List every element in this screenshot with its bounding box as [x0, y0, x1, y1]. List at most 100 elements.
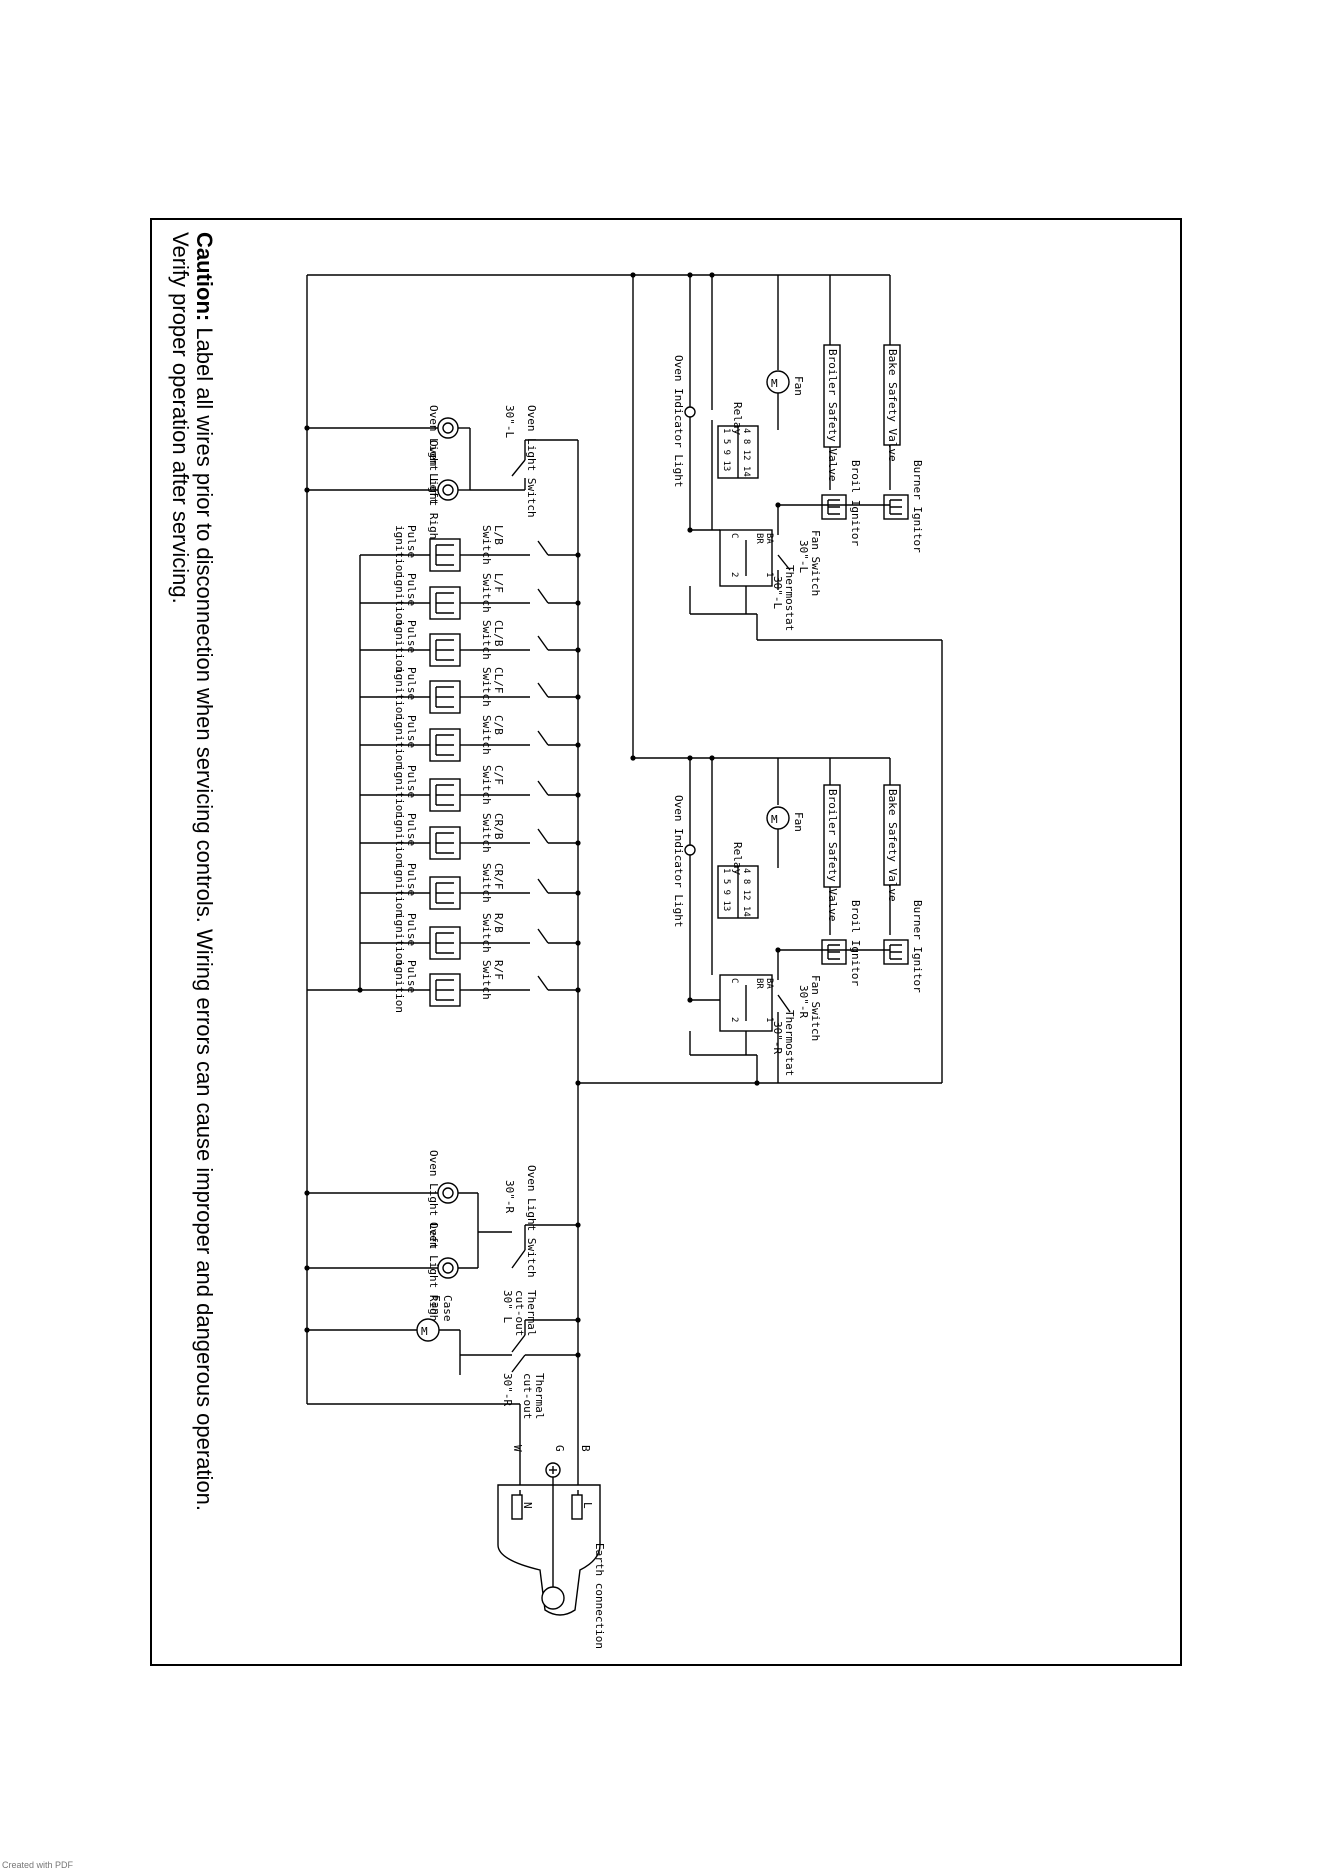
caution-line-2: Verify proper operation after servicing.: [168, 232, 193, 604]
burner-switch-name: CL/B: [492, 620, 505, 647]
fan-switch-rating-left: 30"-L: [797, 540, 810, 573]
thermostat-c-left: C: [729, 533, 739, 538]
oven-light-right-label-1: Oven Light Right: [427, 440, 440, 546]
junction-dot: [575, 1080, 581, 1086]
footer-text: Created with PDF: [2, 1860, 74, 1870]
power-plug: B G W L N Earth connection: [497, 1445, 606, 1649]
junction-dot: [575, 1222, 581, 1228]
junction-dots: [304, 272, 781, 1358]
ignition-label: ignition: [393, 960, 406, 1013]
junction-dot: [575, 890, 581, 896]
light-switch-label-right: Oven Light Switch: [525, 1165, 538, 1278]
thermostat-1-left: 1: [764, 572, 774, 577]
indicator-label-right: Oven Indicator Light: [672, 795, 685, 927]
junction-dot: [687, 755, 693, 761]
ignition-label: ignition: [393, 813, 406, 866]
ignition-label: ignition: [393, 573, 406, 626]
relay-pins-top-right: 4 8 12 14: [741, 868, 751, 917]
diagram-frame: [150, 218, 1182, 1666]
thermostat-c-right: C: [729, 978, 739, 983]
ignition-label: ignition: [393, 715, 406, 768]
oven-lights-left: Oven Light Switch 30"-L Oven Light Left …: [307, 405, 578, 546]
burner-switch-name: CL/F: [492, 667, 505, 694]
case-fan-line2: Fan: [429, 1295, 442, 1315]
junction-dot: [775, 502, 781, 508]
relay-label-left: Relay: [731, 402, 744, 435]
caution-caption: Caution: Label all wires prior to discon…: [168, 232, 217, 1511]
fan-switch-rating-right: 30"-R: [797, 985, 810, 1018]
junction-dot: [575, 840, 581, 846]
relay-pins-top-left: 4 8 12 14: [741, 428, 751, 477]
thermostat-rating-left: 30"-L: [771, 576, 784, 609]
junction-dot: [630, 272, 636, 278]
burner-switch-array: L/BSwitchPulseignitionL/FSwitchPulseigni…: [307, 525, 578, 1013]
ignition-label: ignition: [393, 525, 406, 578]
junction-dot: [357, 987, 363, 993]
pulse-label: Pulse: [405, 913, 418, 946]
junction-dot: [709, 755, 715, 761]
burner-switch-name: C/F: [492, 765, 505, 785]
burner-switch-word: Switch: [480, 813, 493, 853]
oven-light-left-label-2: Oven Light Left: [427, 1150, 440, 1249]
thermostat-ba-left: BA: [764, 533, 774, 544]
junction-dot: [304, 487, 310, 493]
caution-line-1: Label all wires prior to disconnection w…: [192, 321, 217, 1511]
light-switch-label-left: Oven Light Switch: [525, 405, 538, 518]
thermostat-ba-right: BA: [764, 978, 774, 989]
thermal-left-rating: 30" L: [501, 1290, 514, 1323]
burner-switch-word: Switch: [480, 960, 493, 1000]
burner-switch-name: R/B: [492, 913, 505, 933]
thermostat-br-right: BR: [754, 978, 764, 989]
thermal-right-rating: 30"-R: [501, 1373, 514, 1406]
bake-valve-label-left: Bake Safety Valve: [886, 349, 899, 462]
burner-switch-word: Switch: [480, 715, 493, 755]
burner-switch-word: Switch: [480, 863, 493, 903]
junction-dot: [304, 425, 310, 431]
thermostat-label-right: Thermostat: [783, 1010, 796, 1076]
ignition-label: ignition: [393, 620, 406, 673]
burner-switch-word: Switch: [480, 765, 493, 805]
fan-symbol-right: M: [771, 813, 778, 826]
thermostat-br-left: BR: [754, 533, 764, 544]
fan-switch-label-right: Fan Switch: [809, 975, 822, 1041]
broil-valve-label-left: Broiler Safety Valve: [826, 349, 839, 481]
junction-dot: [304, 1327, 310, 1333]
light-switch-rating-left: 30"-L: [503, 405, 516, 438]
thermal-and-case-fan: M Thermal cut-out 30" L Thermal cut-out …: [307, 1290, 578, 1419]
pulse-label: Pulse: [405, 667, 418, 700]
junction-dot: [575, 694, 581, 700]
pulse-label: Pulse: [405, 715, 418, 748]
junction-dot: [709, 272, 715, 278]
broil-ignitor-label-left: Broil Ignitor: [849, 460, 862, 546]
burner-switch-name: L/F: [492, 573, 505, 593]
burner-switch-name: C/B: [492, 715, 505, 735]
case-fan-symbol: M: [421, 1325, 428, 1338]
burner-switch-word: Switch: [480, 913, 493, 953]
junction-dot: [575, 940, 581, 946]
relay-pins-bottom-left: 1 5 9 13: [721, 428, 731, 471]
burner-ignitor-label-right: Burner Ignitor: [911, 900, 924, 993]
light-switch-rating-right: 30"-R: [503, 1180, 516, 1213]
junction-dot: [630, 755, 636, 761]
burner-ignitor-label-left: Burner Ignitor: [911, 460, 924, 553]
ignition-label: ignition: [393, 765, 406, 818]
junction-dot: [575, 1352, 581, 1358]
bake-valve-label-right: Bake Safety Valve: [886, 789, 899, 902]
thermal-left-line1: Thermal: [525, 1290, 538, 1336]
ignition-label: ignition: [393, 913, 406, 966]
junction-dot: [687, 997, 693, 1003]
junction-dot: [575, 987, 581, 993]
burner-switch-word: Switch: [480, 525, 493, 565]
indicator-label-left: Oven Indicator Light: [672, 355, 685, 487]
fan-label-right: Fan: [792, 812, 805, 832]
junction-dot: [687, 527, 693, 533]
thermal-right-line2: cut-out: [521, 1373, 534, 1419]
junction-dot: [754, 1080, 760, 1086]
burner-switch-name: CR/F: [492, 863, 505, 890]
